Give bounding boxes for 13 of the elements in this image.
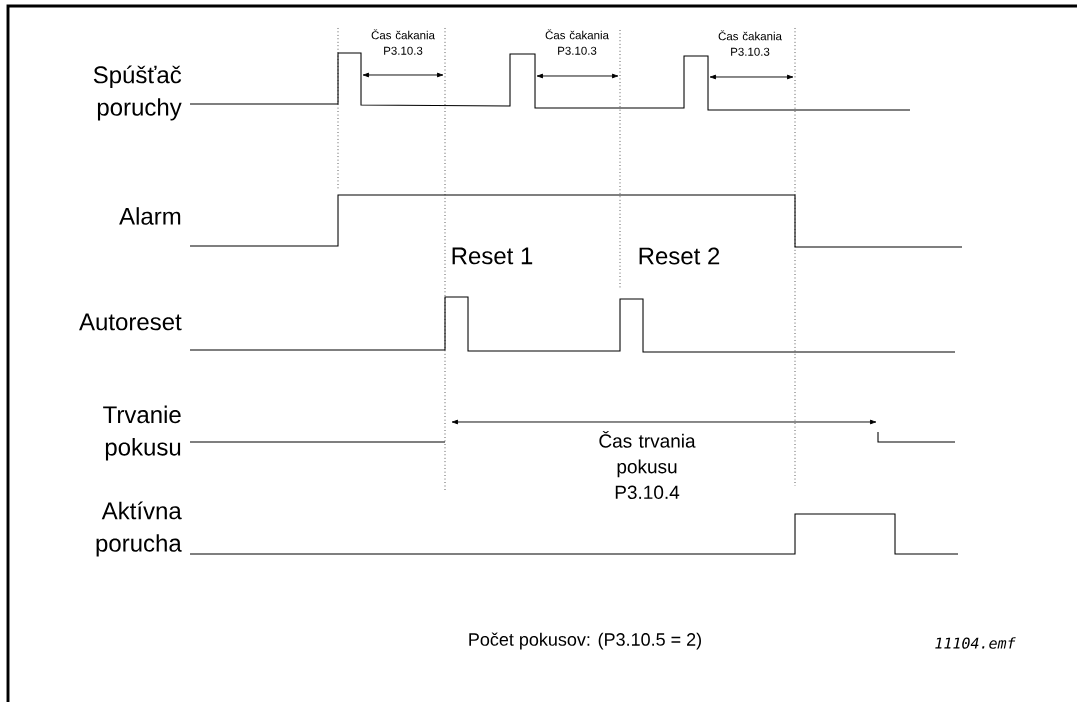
signal-label: Autoreset	[79, 313, 182, 331]
wait-time-label: Čas čakania P3.10.3	[718, 30, 782, 56]
reset-label: Reset 1	[452, 247, 533, 265]
wait-time-label: Čas čakania P3.10.3	[545, 29, 609, 55]
file-name: 11104.emf	[935, 637, 1016, 649]
signal-label: Alarm	[119, 207, 181, 225]
wait-time-label: Čas čakania P3.10.3	[371, 29, 435, 55]
signal-label: Spúšťač poruchy	[93, 65, 182, 121]
reset-label: Reset 2	[639, 247, 720, 265]
duration-label: Čas trvania pokusu P3.10.4	[599, 430, 696, 500]
note: Počet pokusov: (P3.10.5 = 2)	[469, 632, 701, 650]
signal-label: Aktívna porucha	[96, 501, 182, 557]
signal-label: Trvanie pokusu	[103, 405, 181, 461]
